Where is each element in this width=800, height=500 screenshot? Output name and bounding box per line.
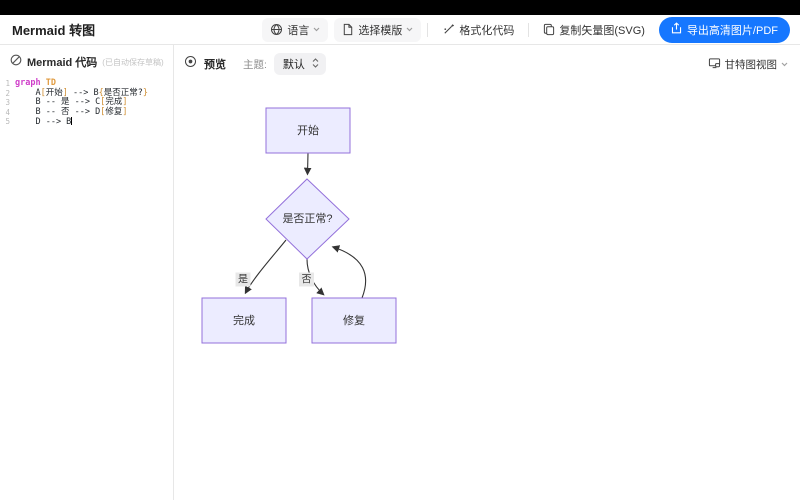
export-button[interactable]: 导出高清图片/PDF [658, 16, 790, 43]
line-text: B -- 是 --> C[完成] [15, 97, 128, 107]
edge-D-B [331, 245, 367, 299]
chevron-down-icon [406, 27, 413, 32]
node-start: 开始 [265, 107, 351, 154]
line-text: B -- 否 --> D[修复] [15, 106, 128, 117]
line-number: 2 [5, 88, 10, 98]
text-cursor [71, 117, 73, 125]
toolbar-divider [528, 22, 530, 37]
document-icon [342, 23, 354, 36]
edge-B-C [244, 239, 287, 295]
share-icon [671, 22, 682, 37]
node-repair: 修复 [311, 297, 397, 344]
eye-icon [184, 55, 197, 73]
edge-A-B [303, 152, 312, 176]
line-text: A[开始] --> B{是否正常?} [15, 87, 148, 98]
preview-header: 预览 主题: 默认 甘特图视图 [174, 45, 800, 81]
gantt-view-button[interactable]: 甘特图视图 [708, 57, 789, 72]
monitor-icon [708, 57, 721, 72]
edge-label-yes: 是 [235, 272, 251, 287]
language-button-label: 语言 [287, 24, 310, 37]
toolbar: 语言 选择模版 格式化代码 [262, 16, 790, 43]
line-text: D --> B [15, 117, 73, 127]
edge-label-no-text: 否 [302, 274, 312, 286]
flowchart-canvas: 是 否 开始 是否正常? 完成 [201, 107, 397, 344]
preview-panel: 预览 主题: 默认 甘特图视图 [174, 45, 800, 500]
gantt-view-button-label: 甘特图视图 [724, 58, 778, 71]
node-done-label: 完成 [233, 313, 255, 327]
copy-icon [543, 23, 555, 36]
chevron-down-icon [781, 58, 788, 70]
preview-title: 预览 [204, 59, 226, 71]
language-button[interactable]: 语言 [262, 17, 329, 42]
code-line: 5 D --> B [0, 117, 173, 128]
format-code-button[interactable]: 格式化代码 [434, 18, 522, 42]
code-line: 4 B -- 否 --> D[修复] [0, 106, 173, 118]
line-text: graph TD [15, 78, 56, 88]
select-template-button-label: 选择模版 [358, 24, 403, 37]
code-line: 1 graph TD [0, 78, 173, 89]
export-button-label: 导出高清图片/PDF [686, 24, 778, 37]
page-title: Mermaid 转图 [12, 23, 96, 38]
updown-chevrons-icon [312, 57, 319, 71]
theme-select-value: 默认 [282, 59, 305, 71]
copy-svg-button[interactable]: 复制矢量图(SVG) [535, 18, 653, 42]
slash-circle-icon [10, 53, 22, 71]
theme-select[interactable]: 默认 [273, 53, 326, 75]
system-bar [0, 0, 800, 15]
format-code-button-label: 格式化代码 [459, 24, 515, 37]
select-template-button[interactable]: 选择模版 [334, 17, 422, 42]
line-number: 3 [5, 98, 10, 107]
autosave-note: (已自动保存草稿) [102, 57, 164, 67]
node-decision: 是否正常? [265, 178, 350, 260]
code-line: 3 B -- 是 --> C[完成] [0, 97, 173, 108]
code-panel-title: Mermaid 代码 [27, 57, 98, 69]
node-done: 完成 [201, 297, 287, 344]
line-number: 1 [5, 79, 10, 88]
copy-svg-button-label: 复制矢量图(SVG) [559, 24, 645, 37]
node-repair-label: 修复 [343, 313, 365, 327]
node-decision-label: 是否正常? [282, 212, 332, 225]
app-header: Mermaid 转图 语言 选择模版 [0, 15, 800, 45]
chevron-down-icon [313, 27, 320, 32]
node-start-label: 开始 [297, 123, 319, 137]
globe-icon [270, 23, 283, 36]
edge-label-yes-text: 是 [238, 274, 248, 286]
line-number: 5 [5, 117, 10, 126]
wand-icon [442, 23, 455, 36]
line-number: 4 [5, 107, 10, 117]
toolbar-divider [427, 22, 429, 37]
theme-label: 主题: [243, 58, 267, 71]
edge-label-no: 否 [299, 272, 314, 287]
code-panel-header: Mermaid 代码 (已自动保存草稿) [0, 45, 173, 77]
code-line: 2 A[开始] --> B{是否正常?} [0, 87, 173, 99]
